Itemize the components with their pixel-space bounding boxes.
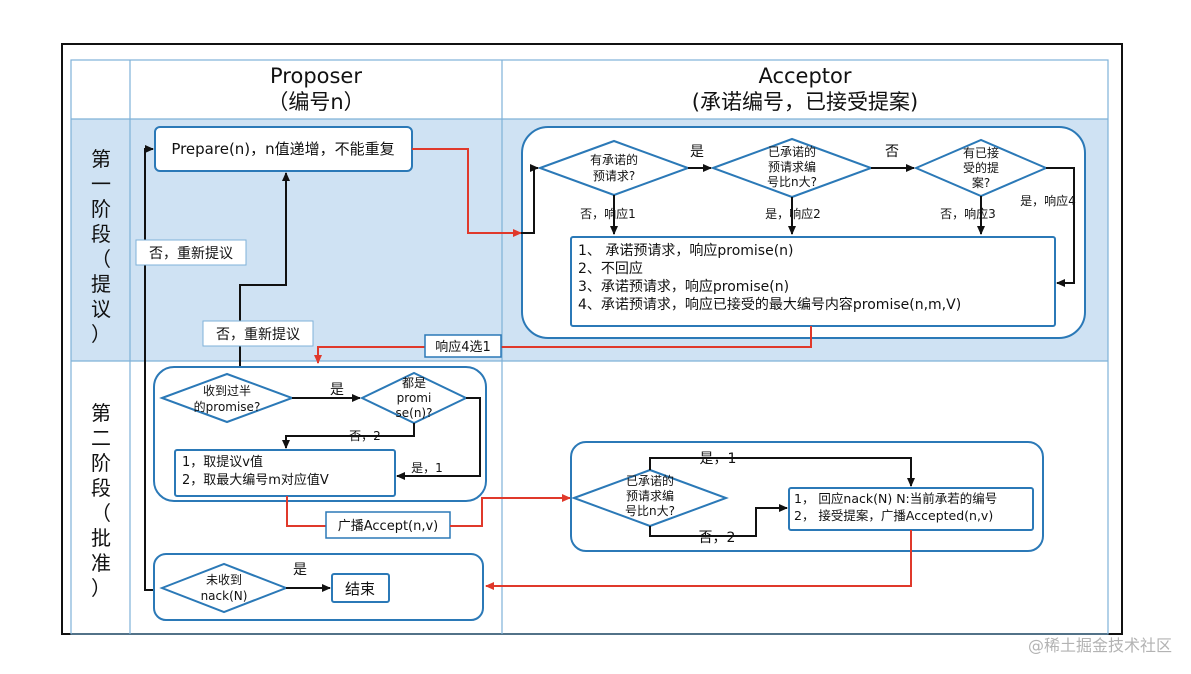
response-return-arrow <box>314 326 812 364</box>
resp3-label: 否，响应3 <box>940 206 996 221</box>
diamond-text-line: 受的提 <box>963 160 999 175</box>
prepare-box-text: Prepare(n)，n值递增，不能重复 <box>171 140 394 158</box>
phase1-label-char: 阶 <box>91 197 111 221</box>
resp4-label: 是，响应4 <box>1020 193 1076 208</box>
response-line: 1、 承诺预请求，响应promise(n) <box>578 242 794 259</box>
diamond-text-line: 收到过半 <box>203 384 251 398</box>
retry-label-top-box <box>135 239 247 266</box>
responses-box <box>570 236 1056 327</box>
acc-yes-arrow <box>649 457 915 487</box>
diamond-text-line: 预请求? <box>593 169 635 183</box>
acceptor-subheader: (承诺编号，已接受提案) <box>692 90 918 114</box>
d2-no-label: 否 <box>885 144 899 160</box>
acc-no-label: 否，2 <box>699 530 736 546</box>
response-line: 4、承诺预请求，响应已接受的最大编号内容promise(n,m,V) <box>578 296 961 313</box>
diamond-text-line: 预请求编 <box>768 159 816 174</box>
broadcast-box <box>325 511 451 539</box>
d1-yes-label: 是 <box>690 144 704 160</box>
acceptor-response-line: 1， 回应nack(N) N:当前承若的编号 <box>794 491 997 506</box>
watermark: @稀土掘金技术社区 <box>1028 636 1172 655</box>
retry-label-bottom: 否，重新提议 <box>216 327 300 343</box>
broadcast-line-left <box>286 496 326 527</box>
take-value-box <box>174 449 396 497</box>
phase1-label-char: 一 <box>91 172 111 196</box>
prepare-send-arrow <box>412 148 522 237</box>
phase2-label-char: 段 <box>91 476 111 500</box>
phase1-label-char: （ <box>91 247 111 271</box>
acc-no-arrow <box>649 504 788 537</box>
acceptor-header: Acceptor <box>758 64 851 88</box>
phase1-label-char: 议 <box>91 297 111 321</box>
no-nack-diamond-text: 未收到 nack(N) <box>201 573 248 603</box>
phase2-label-char: 第 <box>91 401 111 425</box>
acceptor-response-text: 1， 回应nack(N) N:当前承若的编号 2， 接受提案，广播Accepted… <box>794 491 997 523</box>
diamond-text-line: 已承诺的 <box>768 144 816 159</box>
proposer-header: Proposer <box>270 64 362 88</box>
resp1-label: 否，响应1 <box>580 206 636 221</box>
responses-list: 1、 承诺预请求，响应promise(n)2、不回应3、承诺预请求，响应prom… <box>578 242 961 313</box>
acc-promised-greater-diamond <box>571 468 729 528</box>
diamond-text-line: promi <box>397 391 432 405</box>
broadcast-arrow <box>450 494 571 527</box>
resp2-label: 是，响应2 <box>765 206 821 221</box>
no2-label: 否，2 <box>349 429 381 443</box>
phase2-label-char: （ <box>91 501 111 525</box>
half-yes-label: 是 <box>330 382 344 398</box>
diamond-text-line: 预请求编 <box>626 488 674 503</box>
diamond-text-line: 的promise? <box>194 399 261 414</box>
resp4-arrow <box>1046 167 1075 287</box>
phase1-label-char: 第 <box>91 147 111 171</box>
to-d1-arrow <box>521 164 539 234</box>
diamond-text-line: 案? <box>972 175 990 190</box>
yes1-label: 是，1 <box>411 461 443 475</box>
diamond-text-line: nack(N) <box>201 589 248 603</box>
diamond-text-line: 未收到 <box>206 573 242 587</box>
response-line: 3、承诺预请求，响应promise(n) <box>578 278 789 295</box>
yes1-arrow <box>396 397 481 480</box>
nack-yes-label: 是 <box>293 562 307 578</box>
phase2-label-char: 批 <box>91 526 111 550</box>
take-value-line: 2，取最大编号m对应值V <box>182 472 329 488</box>
response-line: 2、不回应 <box>578 260 643 277</box>
phase2-label-char: 阶 <box>91 451 111 475</box>
phase1-label-char: ） <box>91 322 111 346</box>
phase1-label-char: 提 <box>91 272 111 296</box>
retry-label-top: 否，重新提议 <box>149 246 233 262</box>
no2-arrow <box>282 423 415 449</box>
choose-label-box <box>424 334 502 358</box>
phase2-label-char: ） <box>91 576 111 600</box>
diamond-text-line: 有承诺的 <box>590 152 638 167</box>
diamond-text-line: 已承诺的 <box>626 473 674 488</box>
take-value-line: 1，取提议v值 <box>182 454 263 470</box>
diamond-text-line: 号比n大? <box>625 504 675 518</box>
retry-arrow-outer <box>144 145 155 591</box>
end-label: 结束 <box>345 580 375 598</box>
broadcast-label: 广播Accept(n,v) <box>338 519 439 534</box>
phase2-label-char: 二 <box>91 426 111 450</box>
phase2-label-char: 准 <box>91 551 111 575</box>
diamond-text-line: se(n)? <box>396 406 433 420</box>
acceptor-response-line: 2， 接受提案，广播Accepted(n,v) <box>794 508 993 523</box>
proposer-subheader: （编号n） <box>267 90 364 114</box>
take-value-text: 1，取提议v值 2，取最大编号m对应值V <box>182 454 329 488</box>
acc-yes-label: 是，1 <box>700 451 737 467</box>
diamond-text-line: 都是 <box>402 376 426 390</box>
choose-label: 响应4选1 <box>435 339 491 355</box>
accepted-return-arrow <box>485 530 912 590</box>
diamond-text-line: 有已接 <box>963 145 999 160</box>
diamond-text-line: 号比n大? <box>767 175 817 189</box>
retry-label-bottom-box <box>202 320 314 347</box>
phase1-label-char: 段 <box>91 222 111 246</box>
end-box <box>331 573 390 603</box>
